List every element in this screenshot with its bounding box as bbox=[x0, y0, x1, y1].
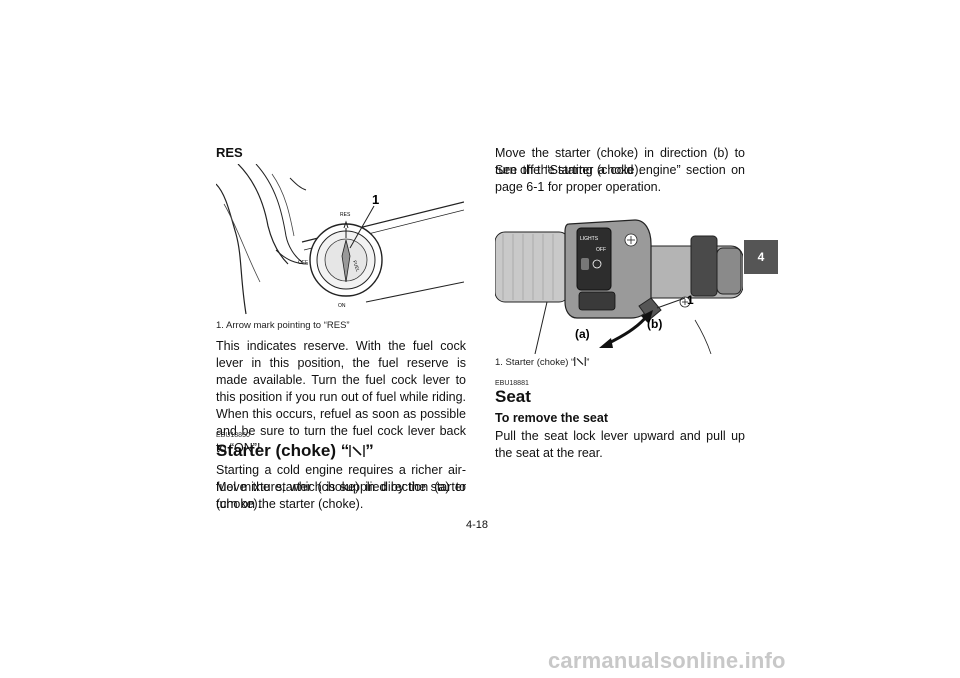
intro-paragraph-1: Move the starter (choke) in direction (b… bbox=[495, 146, 745, 177]
figure2-callout: 1 bbox=[687, 293, 694, 307]
dial-off-label: OFF bbox=[298, 260, 308, 266]
remove-seat-heading: To remove the seat bbox=[495, 411, 609, 425]
reserve-paragraph: This indicates reserve. With the fuel co… bbox=[216, 339, 466, 455]
res-heading: RES bbox=[216, 145, 243, 160]
chapter-tab: 4 bbox=[744, 240, 778, 274]
direction-b-label: (b) bbox=[647, 317, 662, 331]
switch-off-label: OFF bbox=[596, 247, 606, 253]
switch-lights-label: LIGHTS bbox=[580, 236, 599, 242]
figure2-caption: 1. Starter (choke) “ ” bbox=[495, 356, 589, 368]
starter-title-suffix: ” bbox=[365, 441, 374, 460]
handlebar-switch-figure: LIGHTS OFF (a) (b) 1 bbox=[495, 210, 743, 354]
seat-title: Seat bbox=[495, 387, 531, 406]
watermark: carmanualsonline.info bbox=[548, 648, 786, 673]
page-number: 4-18 bbox=[466, 519, 489, 531]
choke-icon bbox=[574, 357, 586, 366]
seat-code: EBU18881 bbox=[495, 380, 529, 387]
dial-fuel-label: FUEL bbox=[352, 260, 361, 273]
figure2-caption-suffix: ” bbox=[586, 357, 590, 368]
figure1-caption: 1. Arrow mark pointing to “RES” bbox=[216, 320, 350, 331]
intro-paragraph-2: See the “Starting a cold engine” section… bbox=[495, 163, 745, 194]
figure2-caption-prefix: 1. Starter (choke) “ bbox=[495, 357, 575, 368]
starter-paragraph-1: Starting a cold engine requires a richer… bbox=[216, 463, 466, 511]
starter-title-prefix: Starter (choke) “ bbox=[216, 441, 350, 460]
starter-code: EBU18850 bbox=[216, 432, 250, 439]
figure1-callout: 1 bbox=[372, 192, 379, 207]
choke-icon bbox=[349, 445, 365, 457]
direction-a-label: (a) bbox=[575, 327, 590, 341]
dial-on-label: ON bbox=[338, 303, 346, 309]
starter-title: Starter (choke) “ ” bbox=[216, 441, 374, 461]
fuel-cock-figure: RES OFF ON FUEL 1 bbox=[216, 164, 464, 316]
remove-seat-paragraph: Pull the seat lock lever upward and pull… bbox=[495, 429, 745, 460]
starter-paragraph-2: Move the starter (choke) in direction (a… bbox=[216, 480, 466, 511]
dial-res-label: RES bbox=[340, 212, 351, 218]
